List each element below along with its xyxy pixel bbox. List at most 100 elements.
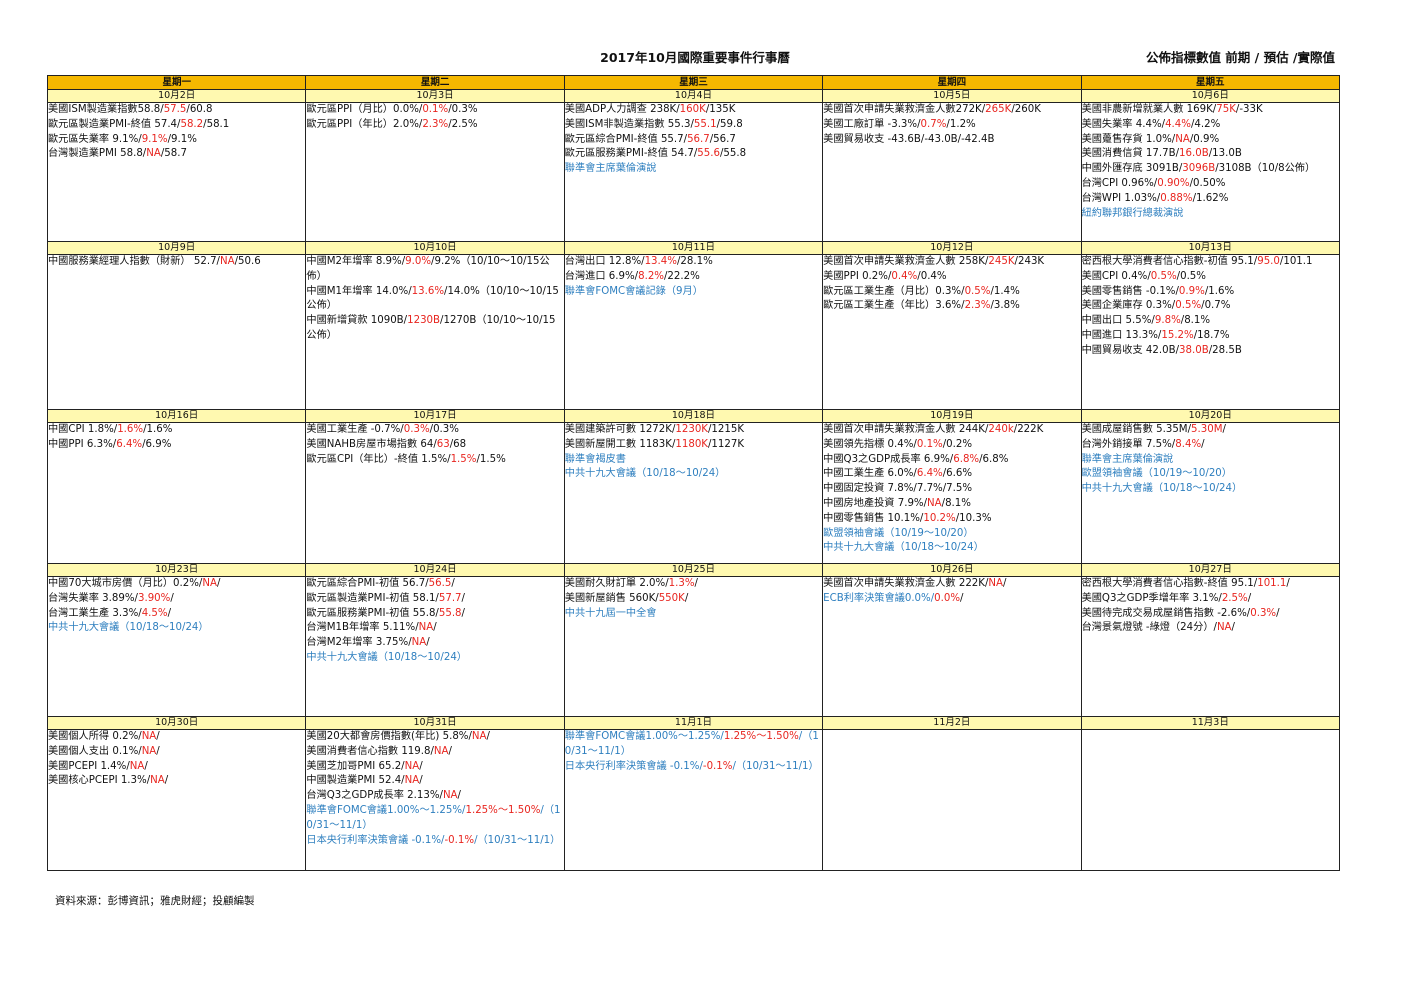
event-item: 密西根大學消費者信心指數-終值 95.1/101.1/ xyxy=(1082,577,1339,592)
event-item: 台灣CPI 0.96%/0.90%/0.50% xyxy=(1082,177,1339,192)
event-note: /（10/31～11/1） xyxy=(732,760,819,772)
event-text: 中國M2年增率 8.9%/ xyxy=(306,256,406,267)
event-item: 中國外匯存底 3091B/3096B/3108B（10/8公佈） xyxy=(1082,162,1339,177)
event-item: 中國零售銷售 10.1%/10.2%/10.3% xyxy=(823,512,1080,527)
event-text: 美國領先指標 0.4%/ xyxy=(823,438,917,450)
date-label: 10月13日 xyxy=(1080,241,1340,255)
event-item: 聯準會主席葉倫演說 xyxy=(1082,453,1339,468)
date-label: 10月30日 xyxy=(46,716,307,730)
event-text: 中國PPI 6.3%/ xyxy=(48,438,117,450)
event-text: / xyxy=(167,607,172,619)
event-item: 美國核心PCEPI 1.3%/NA/ xyxy=(48,774,305,789)
forecast-value: 57.7 xyxy=(438,592,462,604)
event-text: /59.8 xyxy=(716,118,743,130)
event-item: 美國消費信貸 17.7B/16.0B/13.0B xyxy=(1082,147,1339,162)
event-text: /1.5% xyxy=(476,453,506,465)
event-text: 美國非農新增就業人數 169K/ xyxy=(1081,104,1217,115)
event-item: 美國新屋銷售 560K/550K/ xyxy=(565,592,822,607)
event-text: 密西根大學消費者信心指數-終值 95.1/ xyxy=(1081,578,1258,589)
day-cell: 台灣出口 12.8%/13.4%/28.1%台灣進口 6.9%/8.2%/22.… xyxy=(563,254,824,410)
forecast-value: 550K xyxy=(658,592,685,604)
events-row: 中國70大城市房價（月比）0.2%/NA/台灣失業率 3.89%/3.90%/台… xyxy=(46,576,1340,717)
forecast-value: 4.4% xyxy=(1165,118,1191,130)
event-text: / xyxy=(433,622,437,634)
event-text: / xyxy=(156,731,160,742)
event-item: 台灣工業生產 3.3%/4.5%/ xyxy=(48,607,305,622)
day-cell: 美國耐久財訂單 2.0%/1.3%/美國新屋銷售 560K/550K/中共十九屆… xyxy=(563,576,824,717)
date-label: 10月5日 xyxy=(822,89,1082,103)
forecast-value: 1.25%～1.50% xyxy=(723,731,799,742)
date-label: 11月1日 xyxy=(563,716,824,730)
date-label: 10月27日 xyxy=(1080,563,1340,577)
event-text: 美國個人支出 0.1%/ xyxy=(48,745,142,757)
event-text: /1127K xyxy=(707,438,745,450)
event-text: 歐元區PPI（年比）2.0%/ xyxy=(306,118,423,130)
date-label: 10月12日 xyxy=(822,241,1082,255)
event-text: 台灣Q3之GDP成長率 2.13%/ xyxy=(306,790,443,802)
event-text: 美國待完成交易成屋銷售指數 -2.6%/ xyxy=(1081,607,1251,619)
event-item: 美國領先指標 0.4%/0.1%/0.2% xyxy=(823,438,1080,453)
event-note: 中共十九大會議（10/18～10/24） xyxy=(48,622,209,634)
event-item: 美國首次申請失業救濟金人數 222K/NA/ xyxy=(823,577,1080,592)
event-text: 歐元區製造業PMI-終值 57.4/ xyxy=(48,118,181,130)
day-cell: 美國首次申請失業救濟金人數 222K/NA/ECB利率決策會議0.0%/0.0%… xyxy=(822,576,1082,717)
event-text: /0.3% xyxy=(448,104,478,115)
day-cell: 中國服務業經理人指數（財新） 52.7/NA/50.6 xyxy=(46,254,307,410)
date-label: 10月17日 xyxy=(305,409,565,423)
weekday-header: 星期二 xyxy=(305,75,565,90)
event-note: 聯準會FOMC會議1.00%～1.25%/ xyxy=(564,731,724,742)
event-text: / xyxy=(694,578,698,589)
event-item: 中國工業生產 6.0%/6.4%/6.6% xyxy=(823,467,1080,482)
event-text: 台灣進口 6.9%/ xyxy=(564,270,639,282)
date-label: 10月31日 xyxy=(305,716,565,730)
event-text: /10.3% xyxy=(955,512,992,524)
forecast-value: NA xyxy=(1216,622,1232,634)
event-item: 美國零售銷售 -0.1%/0.9%/1.6% xyxy=(1082,285,1339,300)
event-item: 聯準會主席葉倫演說 xyxy=(565,162,822,177)
day-cell: 聯準會FOMC會議1.00%～1.25%/1.25%～1.50% /（10/31～… xyxy=(563,729,824,871)
event-text: / xyxy=(1286,578,1290,589)
day-cell: 美國20大都會房價指數(年比) 5.8%/NA/美國消費者信心指數 119.8/… xyxy=(305,729,565,871)
forecast-value: NA xyxy=(927,497,942,509)
forecast-value: 8.4% xyxy=(1175,438,1202,450)
event-item: 台灣M2年增率 3.75%/NA/ xyxy=(306,636,563,651)
forecast-value: 0.88% xyxy=(1160,192,1193,204)
forecast-value: 160K xyxy=(679,104,706,115)
event-text: 美國建築許可數 1272K/ xyxy=(564,424,676,435)
forecast-value: 1.5% xyxy=(450,453,477,465)
event-text: /1.4% xyxy=(990,285,1020,297)
event-text: /50.6 xyxy=(234,256,261,267)
forecast-value: 2.3% xyxy=(964,300,991,312)
forecast-value: 1.3% xyxy=(668,578,695,589)
event-text: /1270B（10/10～10/15公佈） xyxy=(306,315,556,341)
event-text: /13.0B xyxy=(1208,148,1242,160)
event-text: /6.9% xyxy=(142,438,172,450)
event-text: 美國新屋銷售 560K/ xyxy=(564,592,659,604)
event-text: 美國核心PCEPI 1.3%/ xyxy=(48,775,151,787)
event-text: /68 xyxy=(449,438,467,450)
forecast-value: NA xyxy=(129,760,145,772)
forecast-value: 0.5% xyxy=(1150,270,1177,282)
date-label: 11月3日 xyxy=(1080,716,1340,730)
day-cell: 密西根大學消費者信心指數-終值 95.1/101.1/美國Q3之GDP季增年率 … xyxy=(1080,576,1340,717)
day-cell: 美國工業生產 -0.7%/0.3%/0.3%美國NAHB房屋市場指數 64/63… xyxy=(305,422,565,564)
event-item: 中共十九大會議（10/18～10/24） xyxy=(48,621,305,636)
event-text: 中國出口 5.5%/ xyxy=(1081,315,1155,327)
event-item: 中共十九大會議（10/18～10/24） xyxy=(823,541,1080,556)
weekday-header-row: 星期一 星期二 星期三 星期四 星期五 xyxy=(46,75,1340,90)
event-text: 美國耐久財訂單 2.0%/ xyxy=(564,578,669,589)
forecast-value: NA xyxy=(433,745,449,757)
forecast-value: NA xyxy=(146,148,161,160)
forecast-value: 6.8% xyxy=(953,453,980,465)
event-text: 美國ISM非製造業指數 55.3/ xyxy=(564,118,694,130)
event-text: /9.2%（10/10～10/15公佈） xyxy=(306,256,550,282)
event-text: 歐元區工業生產（年比）3.6%/ xyxy=(823,300,965,312)
